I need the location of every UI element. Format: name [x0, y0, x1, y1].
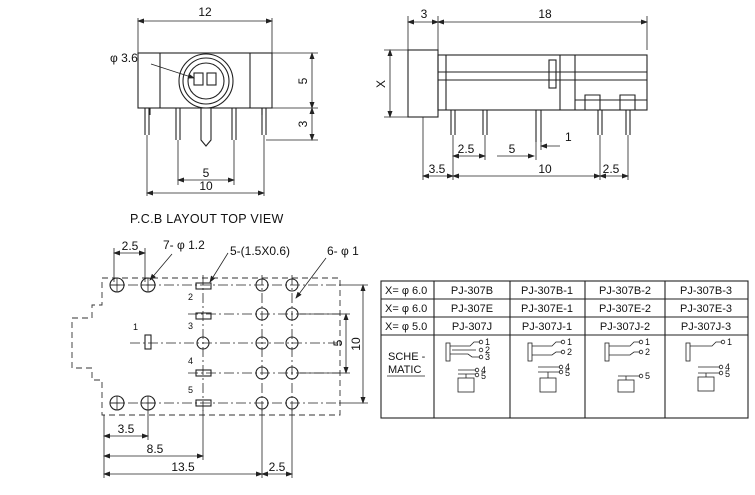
schematic-1: 1 2 3 4 5 [445, 337, 490, 393]
schem4-pin-5: 5 [725, 369, 730, 379]
side-body [437, 54, 648, 111]
pcb-pin-3-label: 3 [188, 321, 193, 331]
row-1-col-3: PJ-307B-1 [521, 285, 573, 297]
pcb-pin-4-label: 4 [188, 356, 193, 366]
schematic-label-1: SCHE - [388, 351, 426, 363]
schem2-pin-2: 2 [567, 347, 572, 357]
front-body [137, 52, 273, 109]
pcb-pin-2-label: 2 [188, 292, 193, 302]
row-2-col-3: PJ-307E-1 [521, 303, 573, 315]
dim-b-label: 5 [509, 142, 516, 156]
slots-label: 5-(1.5X0.6) [230, 244, 290, 258]
schem1-pin-4: 4 [481, 365, 486, 375]
schem3-pin-2: 2 [645, 347, 650, 357]
schematic-label-2: MATIC [388, 364, 421, 376]
dim-c-label: 1 [565, 130, 572, 144]
row-2-col-1: X= φ 6.0 [385, 303, 427, 315]
row-1-col-1: X= φ 6.0 [385, 285, 427, 297]
dim-width-label: 12 [198, 5, 212, 19]
schem4-pin-1: 1 [727, 337, 732, 347]
jack-outer-ring [178, 53, 234, 109]
dim-a-label: 2.5 [458, 142, 475, 156]
dim-front-label: 3 [421, 7, 428, 21]
row-3-col-5: PJ-307J-3 [681, 321, 731, 333]
dim-f-label: 2.5 [603, 162, 620, 176]
dim-right-inner-label: 5 [331, 339, 345, 346]
schem3-pin-1: 1 [645, 337, 650, 347]
dim-bottom-4-label: 2.5 [269, 460, 286, 474]
holes-6-label: 6- φ 1 [327, 244, 359, 258]
dim-height-upper-label: 5 [296, 77, 310, 84]
holes-7-label: 7- φ 1.2 [163, 238, 205, 252]
schem2-pin-1: 1 [567, 337, 572, 347]
row-3-col-4: PJ-307J-2 [600, 321, 650, 333]
schem2-pin-5: 5 [565, 368, 570, 378]
schem1-pin-3: 3 [485, 352, 490, 362]
dim-height-lower-label: 3 [296, 120, 310, 127]
side-view: 3 18 X [374, 7, 648, 180]
schem2-pin-4: 4 [565, 362, 570, 372]
front-view: 12 φ 3.6 5 3 [110, 5, 318, 196]
row-1-col-4: PJ-307B-2 [599, 285, 651, 297]
schem1-pin-1: 1 [485, 337, 490, 347]
schem1-pin-5: 5 [481, 371, 486, 381]
row-3-col-2: PJ-307J [452, 321, 492, 333]
dim-base-width-label: 10 [199, 179, 213, 193]
pcb-pin-1-label: 1 [133, 322, 138, 332]
side-nose [407, 49, 439, 118]
schem1-pin-2: 2 [485, 345, 490, 355]
dim-top-spacing-label: 2.5 [122, 239, 139, 253]
pcb-header: P.C.B LAYOUT TOP VIEW [130, 212, 284, 226]
pcb-layout: P.C.B LAYOUT TOP VIEW 2.5 7- φ 1.2 5-(1.… [71, 212, 368, 478]
dim-x-label: X [374, 80, 388, 88]
dim-bottom-3-label: 13.5 [171, 460, 195, 474]
model-table: X= φ 6.0 PJ-307B PJ-307B-1 PJ-307B-2 PJ-… [380, 280, 749, 419]
dim-d-label: 3.5 [429, 162, 446, 176]
pcb-outline [71, 277, 341, 416]
schematic-2: 1 2 4 5 [527, 337, 572, 393]
pcb-pin-5-label: 5 [188, 385, 193, 395]
row-1-col-2: PJ-307B [451, 285, 493, 297]
row-1-col-5: PJ-307B-3 [680, 285, 732, 297]
row-2-col-5: PJ-307E-3 [680, 303, 732, 315]
dim-bottom-2-label: 8.5 [147, 442, 164, 456]
row-3-col-1: X= φ 5.0 [385, 321, 427, 333]
dim-right-outer-label: 10 [349, 337, 363, 351]
schem3-pin-5: 5 [645, 371, 650, 381]
row-2-col-4: PJ-307E-2 [599, 303, 651, 315]
schematic-4: 1 4 5 [685, 337, 732, 392]
row-3-col-3: PJ-307J-1 [522, 321, 572, 333]
dim-hole-label: φ 3.6 [110, 51, 138, 65]
dim-bottom-1-label: 3.5 [118, 422, 135, 436]
dim-length-label: 18 [538, 7, 552, 21]
schematic-3: 1 2 5 [604, 337, 650, 393]
schem4-pin-4: 4 [725, 362, 730, 372]
dim-pin-spacing-label: 5 [203, 166, 210, 180]
dim-e-label: 10 [538, 162, 552, 176]
row-2-col-2: PJ-307E [451, 303, 493, 315]
